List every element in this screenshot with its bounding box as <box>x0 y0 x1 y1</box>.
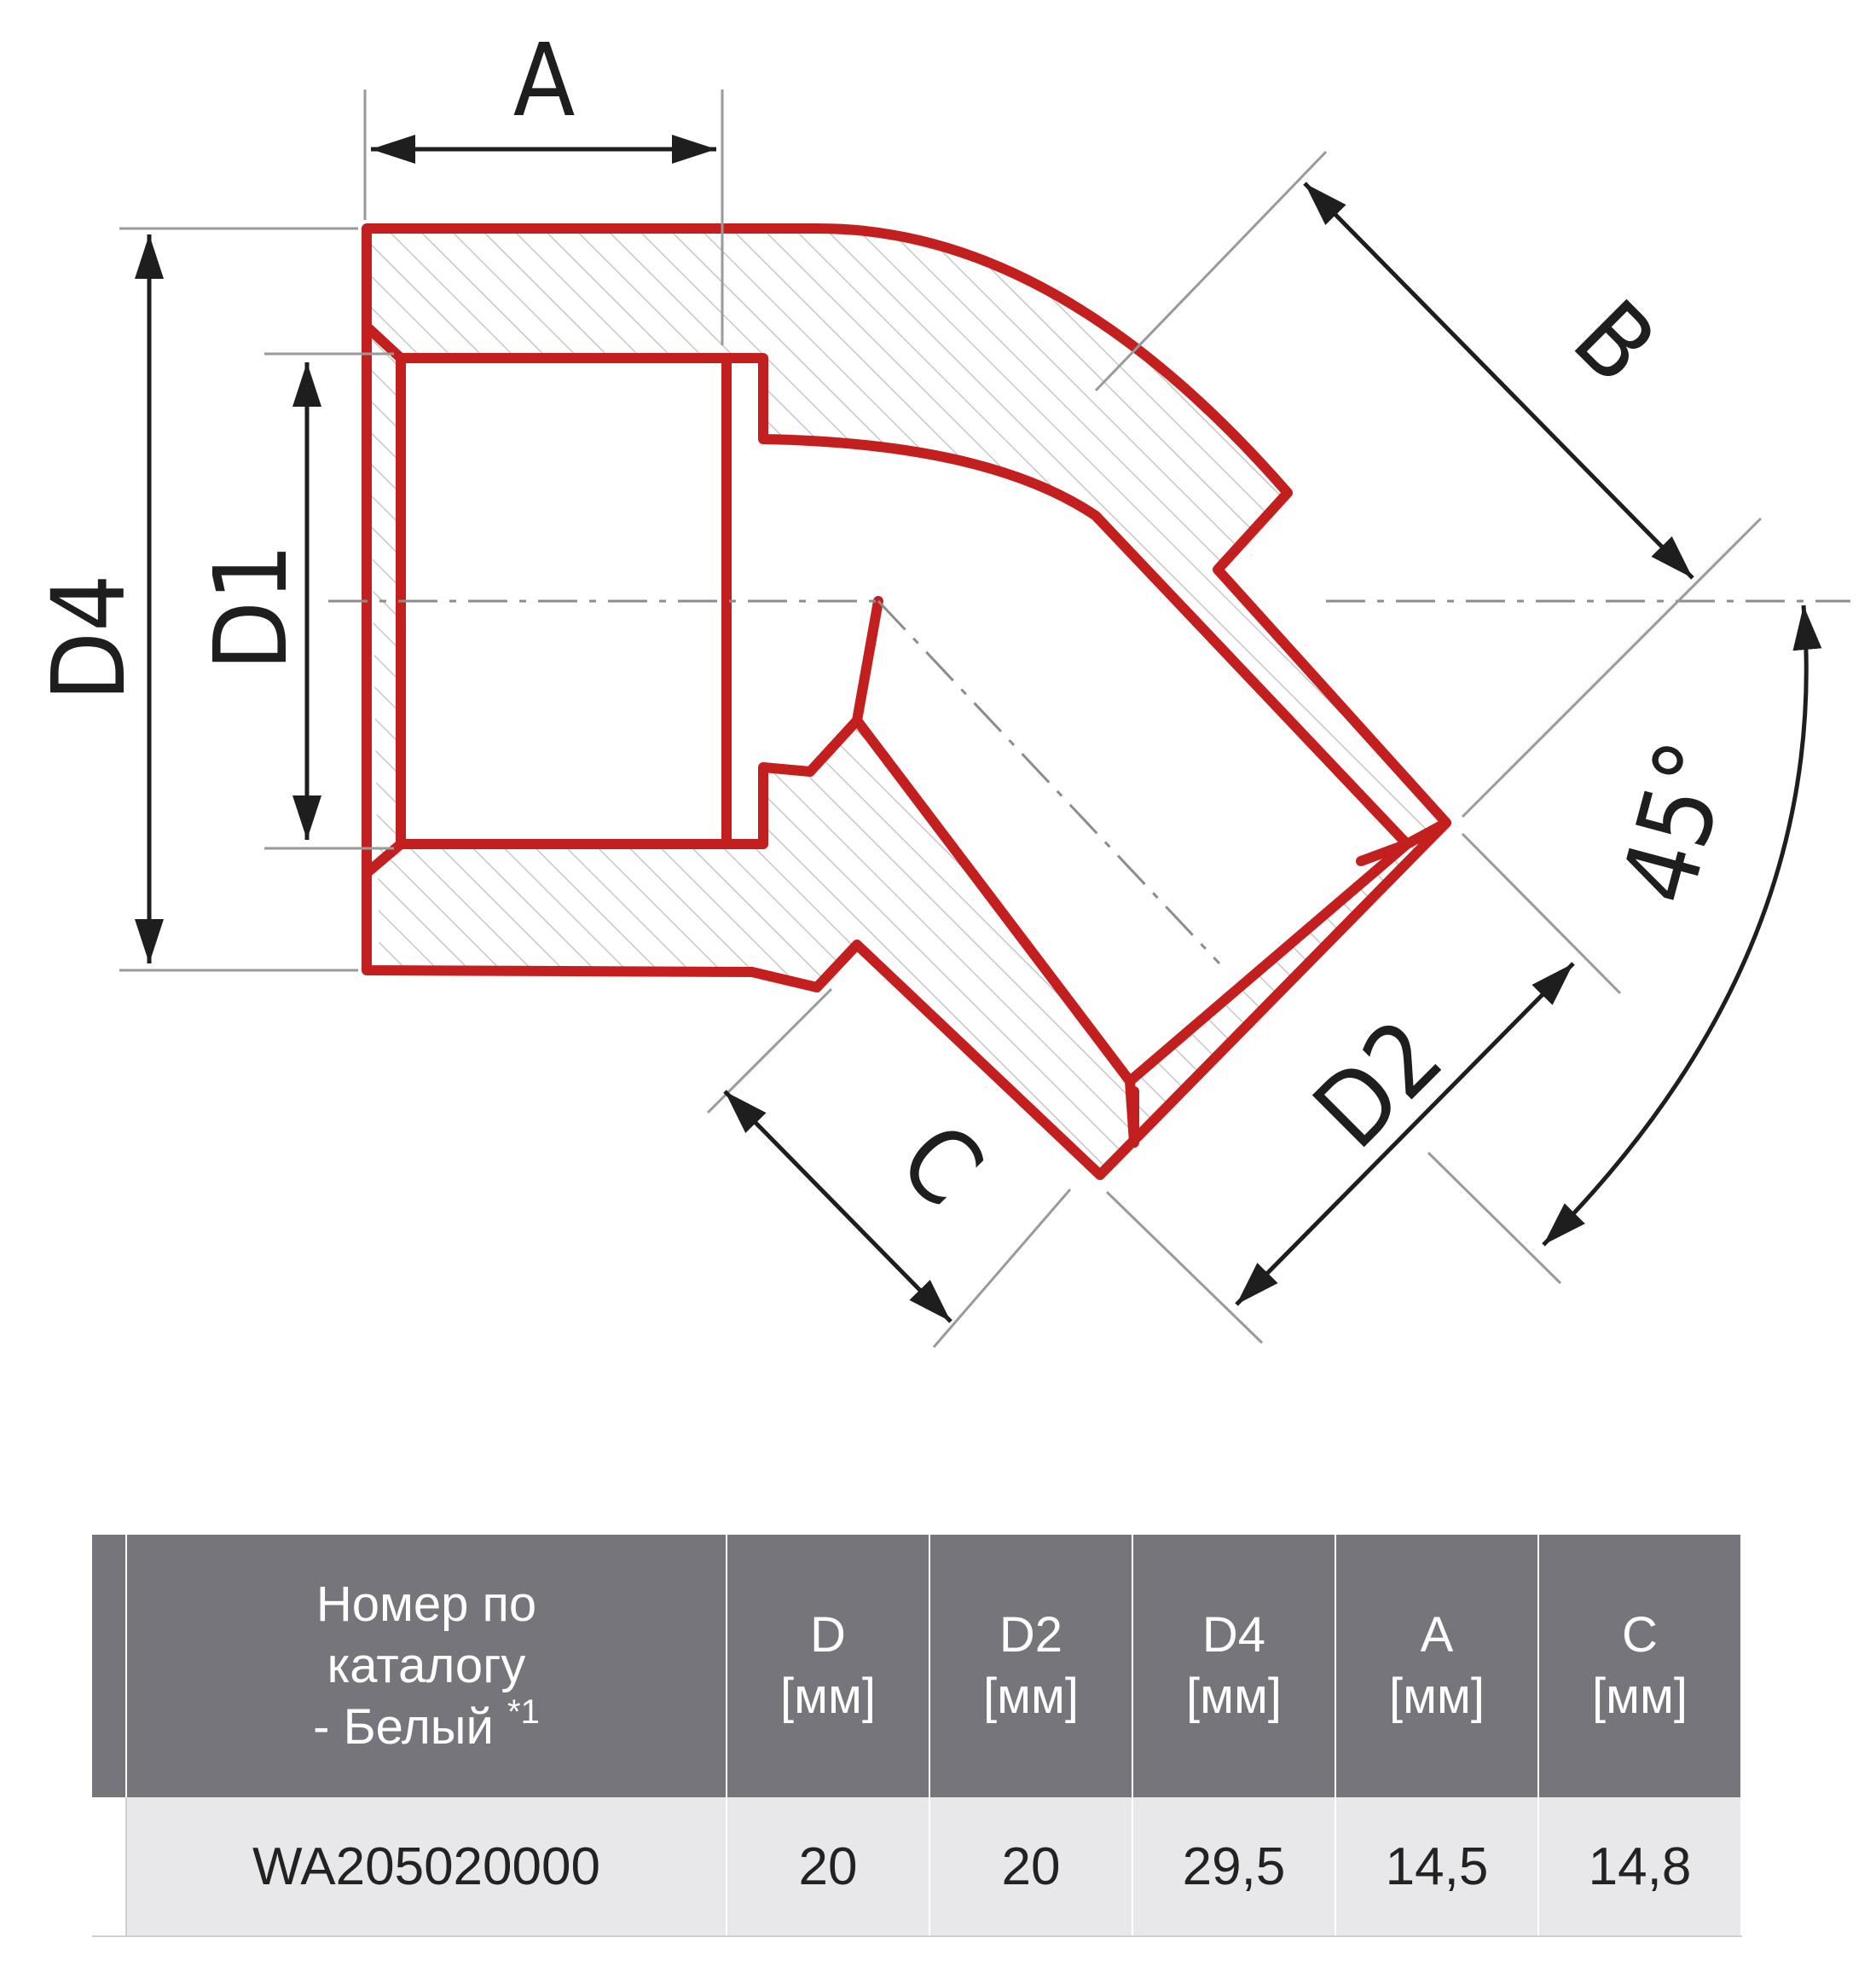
dim-line-c <box>723 1090 952 1323</box>
header-d2: D2 [мм] <box>929 1535 1133 1797</box>
cell-d4: 29,5 <box>1132 1797 1336 1937</box>
cell-d: 20 <box>727 1797 930 1937</box>
dim-label-d1: D1 <box>192 543 310 670</box>
header-catalog-line3: - Белый <box>313 1699 494 1755</box>
fitting-drawing: A D4 D1 B C D2 45° <box>30 21 1850 1348</box>
dim-line-d2 <box>1235 962 1575 1306</box>
header-d2-name: D2 <box>999 1607 1063 1663</box>
header-d4-name: D4 <box>1201 1607 1266 1663</box>
header-d-name: D <box>810 1607 846 1663</box>
header-d2-unit: [мм] <box>983 1669 1079 1724</box>
header-d: D [мм] <box>727 1535 930 1797</box>
header-d4-unit: [мм] <box>1186 1669 1282 1724</box>
row-stub <box>92 1797 127 1937</box>
header-catalog-line1: Номер по <box>316 1576 537 1632</box>
cell-a: 14,5 <box>1335 1797 1539 1937</box>
header-c-name: C <box>1622 1607 1658 1663</box>
header-d4: D4 [мм] <box>1132 1535 1336 1797</box>
dim-label-d2: D2 <box>1291 997 1464 1170</box>
footnote-marker: *1 <box>507 1693 540 1731</box>
header-a-unit: [мм] <box>1389 1669 1485 1724</box>
dim-label-b: B <box>1551 278 1678 405</box>
header-a-name: A <box>1420 1607 1454 1663</box>
dim-line-b <box>1303 182 1694 580</box>
dim-arc-angle <box>1542 604 1822 1247</box>
header-c: C [мм] <box>1538 1535 1742 1797</box>
spec-table: Номер по каталогу - Белый *1 D [мм] D2 [… <box>92 1535 1742 1937</box>
table-row: WA205020000 20 20 29,5 14,5 14,8 <box>92 1797 1742 1937</box>
dim-label-d4: D4 <box>30 574 148 701</box>
header-stub <box>92 1535 127 1797</box>
table-header-row: Номер по каталогу - Белый *1 D [мм] D2 [… <box>92 1535 1742 1797</box>
fitting-body-hatch <box>367 228 1446 1175</box>
header-a: A [мм] <box>1335 1535 1539 1797</box>
dim-label-a: A <box>513 21 576 139</box>
header-c-unit: [мм] <box>1592 1669 1688 1724</box>
cell-catalog: WA205020000 <box>126 1797 727 1937</box>
dim-label-c: C <box>877 1101 1005 1229</box>
dimension-lines <box>135 135 1822 1323</box>
header-d-unit: [мм] <box>780 1669 876 1724</box>
center-lines <box>328 599 1850 965</box>
dim-label-angle: 45° <box>1598 730 1753 915</box>
header-catalog: Номер по каталогу - Белый *1 <box>126 1535 727 1797</box>
header-catalog-line2: каталогу <box>327 1638 526 1693</box>
cell-c: 14,8 <box>1538 1797 1742 1937</box>
cell-d2: 20 <box>929 1797 1133 1937</box>
fitting-outline <box>362 223 1451 1180</box>
